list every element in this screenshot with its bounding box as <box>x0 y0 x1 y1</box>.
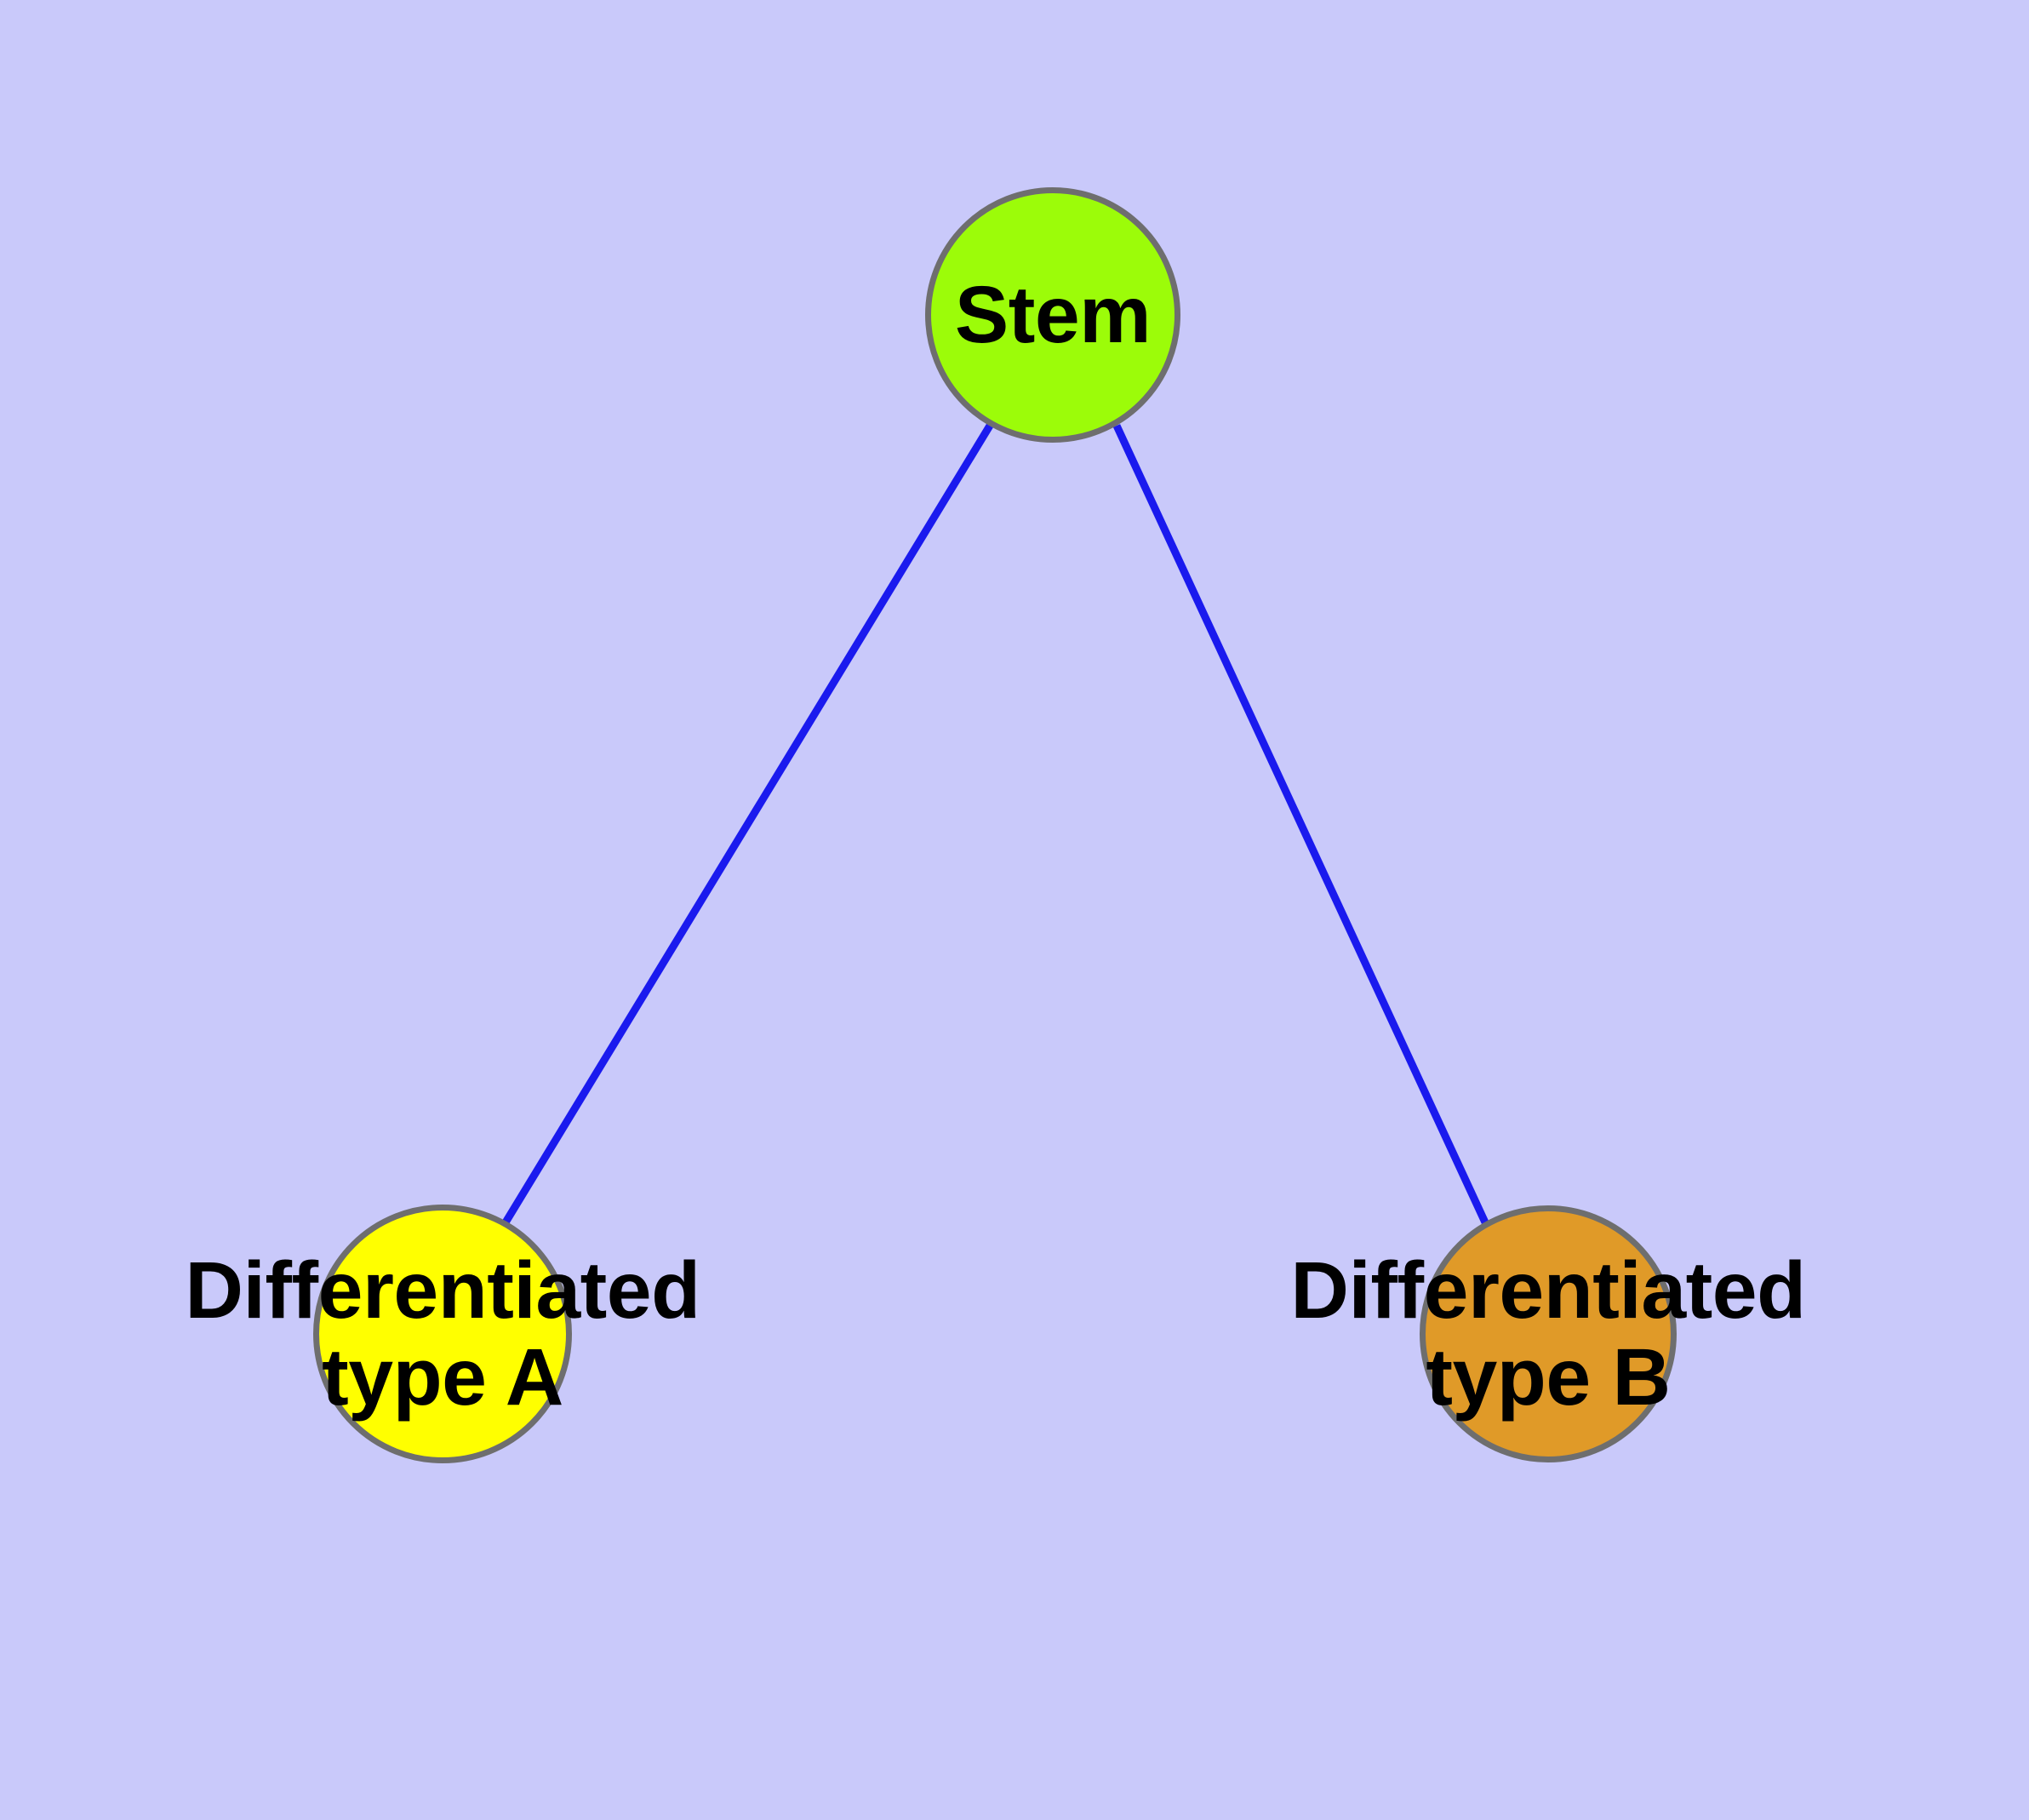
node-differentiated-type-a[interactable] <box>313 1205 572 1463</box>
node-stem[interactable] <box>925 187 1180 443</box>
edge-stem-to-differentiated-type-a <box>502 423 993 1225</box>
node-differentiated-type-b[interactable] <box>1420 1205 1677 1462</box>
edge-stem-to-differentiated-type-b <box>1112 424 1489 1224</box>
